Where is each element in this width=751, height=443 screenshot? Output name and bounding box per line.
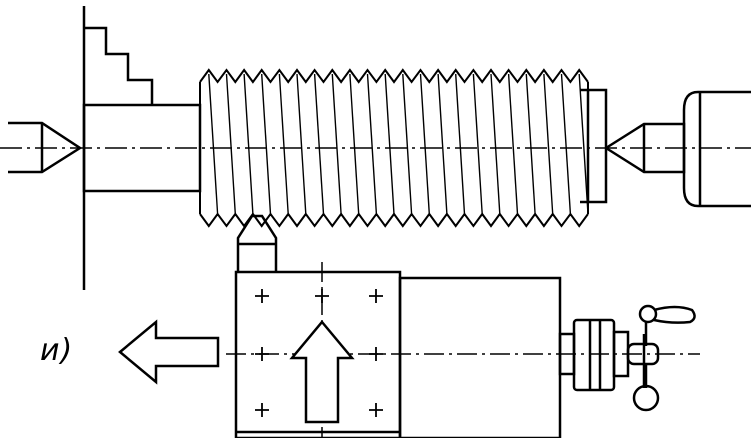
infeed-arrow [289, 320, 355, 424]
plus-mark [255, 289, 269, 303]
thread-helix-line [402, 73, 413, 215]
headstock-center [8, 121, 83, 174]
thread-helix-line [384, 73, 395, 215]
thread-helix-line [560, 73, 572, 215]
tool-holder [234, 270, 562, 440]
thread-helix-line [472, 73, 483, 215]
thread-helix-line [419, 73, 430, 215]
thread-helix-line [543, 73, 554, 215]
cutting-tool-tip [236, 214, 278, 272]
thread-helix-line [507, 73, 519, 215]
thread-helix-line [278, 73, 289, 215]
thread-helix-line [437, 73, 448, 215]
plus-mark [369, 403, 383, 417]
thread-helix-line [261, 73, 272, 215]
thread-helix-line [490, 73, 501, 215]
thread-helix-line [208, 73, 219, 215]
thread-helix-line [525, 73, 536, 215]
thread-helix-line [349, 73, 360, 215]
thread-helix-line [225, 73, 236, 215]
thread-helix-line [296, 73, 307, 215]
tailstock-quill [682, 90, 751, 208]
thread-helix-line [366, 73, 378, 215]
handwheel-handle [632, 304, 696, 412]
stepped-profile [84, 26, 154, 104]
plus-mark [369, 289, 383, 303]
thread-helix-line [243, 73, 254, 215]
threaded-section [199, 68, 589, 228]
thread-helix-line [578, 73, 589, 215]
handwheel-assembly [558, 318, 660, 392]
end-collar [580, 88, 608, 204]
thread-helix-line [455, 73, 466, 215]
panel-label: и) [40, 333, 74, 368]
thread-helix-line [313, 73, 325, 215]
thread-top-profile [199, 68, 589, 84]
feed-direction-arrow [118, 319, 220, 385]
thread-helix-line [331, 73, 342, 215]
plus-mark [255, 403, 269, 417]
